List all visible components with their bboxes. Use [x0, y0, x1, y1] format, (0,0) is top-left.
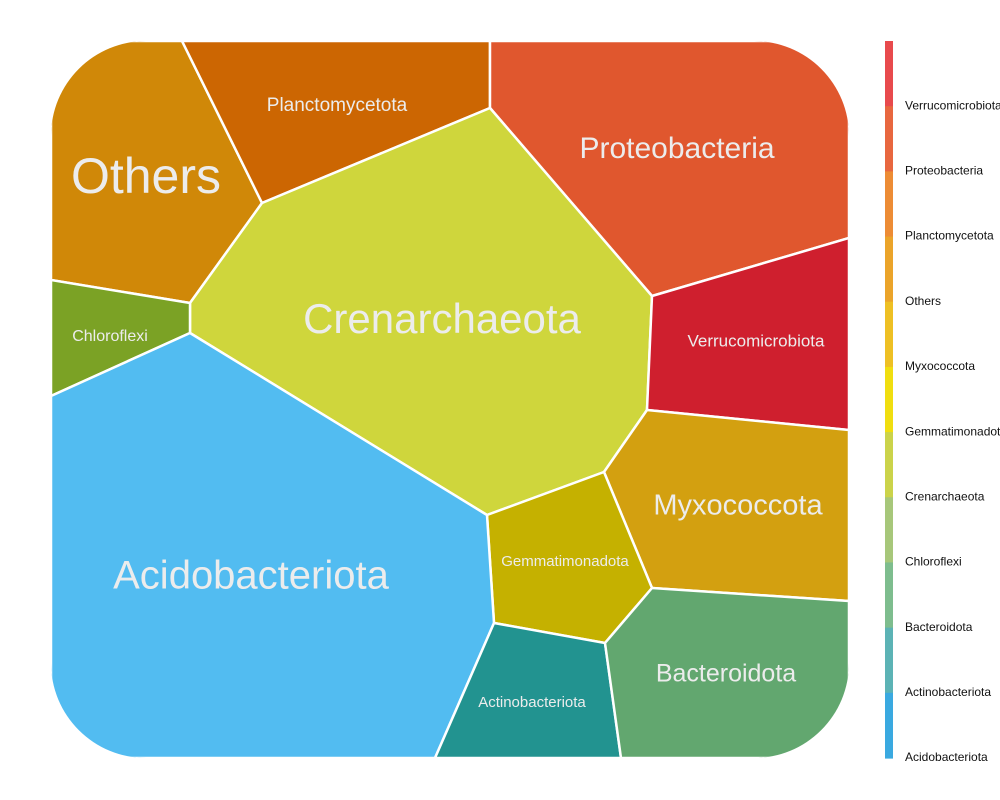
chart-legend: VerrucomicrobiotaProteobacteriaPlanctomy… [885, 41, 1000, 764]
legend-label: Others [905, 294, 941, 308]
cell-label-gemmatimonadota: Gemmatimonadota [501, 553, 629, 570]
cell-label-bacteroidota: Bacteroidota [656, 660, 796, 688]
legend-swatch [885, 236, 893, 303]
legend-swatch [885, 171, 893, 238]
cell-label-acidobacteriota: Acidobacteriota [113, 554, 389, 598]
legend-label: Actinobacteriota [905, 685, 991, 699]
cell-label-crenarchaeota: Crenarchaeota [303, 295, 581, 342]
cell-actinobacteriota [433, 621, 623, 758]
legend-label: Crenarchaeota [905, 489, 985, 503]
legend-swatch [885, 41, 893, 107]
cell-bacteroidota [603, 586, 849, 758]
cell-label-chloroflexi: Chloroflexi [72, 328, 148, 345]
cell-label-actinobacteriota: Actinobacteriota [478, 694, 586, 711]
cell-label-verrucomicrobiota: Verrucomicrobiota [687, 331, 825, 350]
legend-swatch [885, 692, 893, 759]
treemap-labels: Others PlanctomycetotaProteobacteriaCrena… [71, 95, 825, 711]
legend-label: Verrucomicrobiota [905, 98, 1000, 112]
legend-label: Planctomycetota [905, 229, 994, 243]
cell-label-proteobacteria: Proteobacteria [579, 132, 774, 165]
cell-verrucomicrobiota [645, 236, 849, 432]
treemap-cells [51, 41, 849, 758]
legend-label: Proteobacteria [905, 164, 983, 178]
legend-label: Acidobacteriota [905, 750, 988, 764]
cell-label-planctomycetota: Planctomycetota [267, 95, 408, 116]
legend-label: Gemmatimonadota [905, 424, 1000, 438]
legend-swatch [885, 106, 893, 172]
legend-swatch [885, 562, 893, 629]
cell-label-others: Others [71, 148, 221, 204]
legend-label: Myxococcota [905, 359, 975, 373]
legend-swatch [885, 627, 893, 694]
legend-swatch [885, 497, 893, 564]
legend-label: Chloroflexi [905, 555, 962, 569]
cell-label-myxococcota: Myxococcota [653, 490, 823, 522]
legend-swatch [885, 301, 893, 368]
legend-swatch [885, 432, 893, 498]
legend-label: Bacteroidota [905, 620, 973, 634]
legend-swatch [885, 366, 893, 433]
